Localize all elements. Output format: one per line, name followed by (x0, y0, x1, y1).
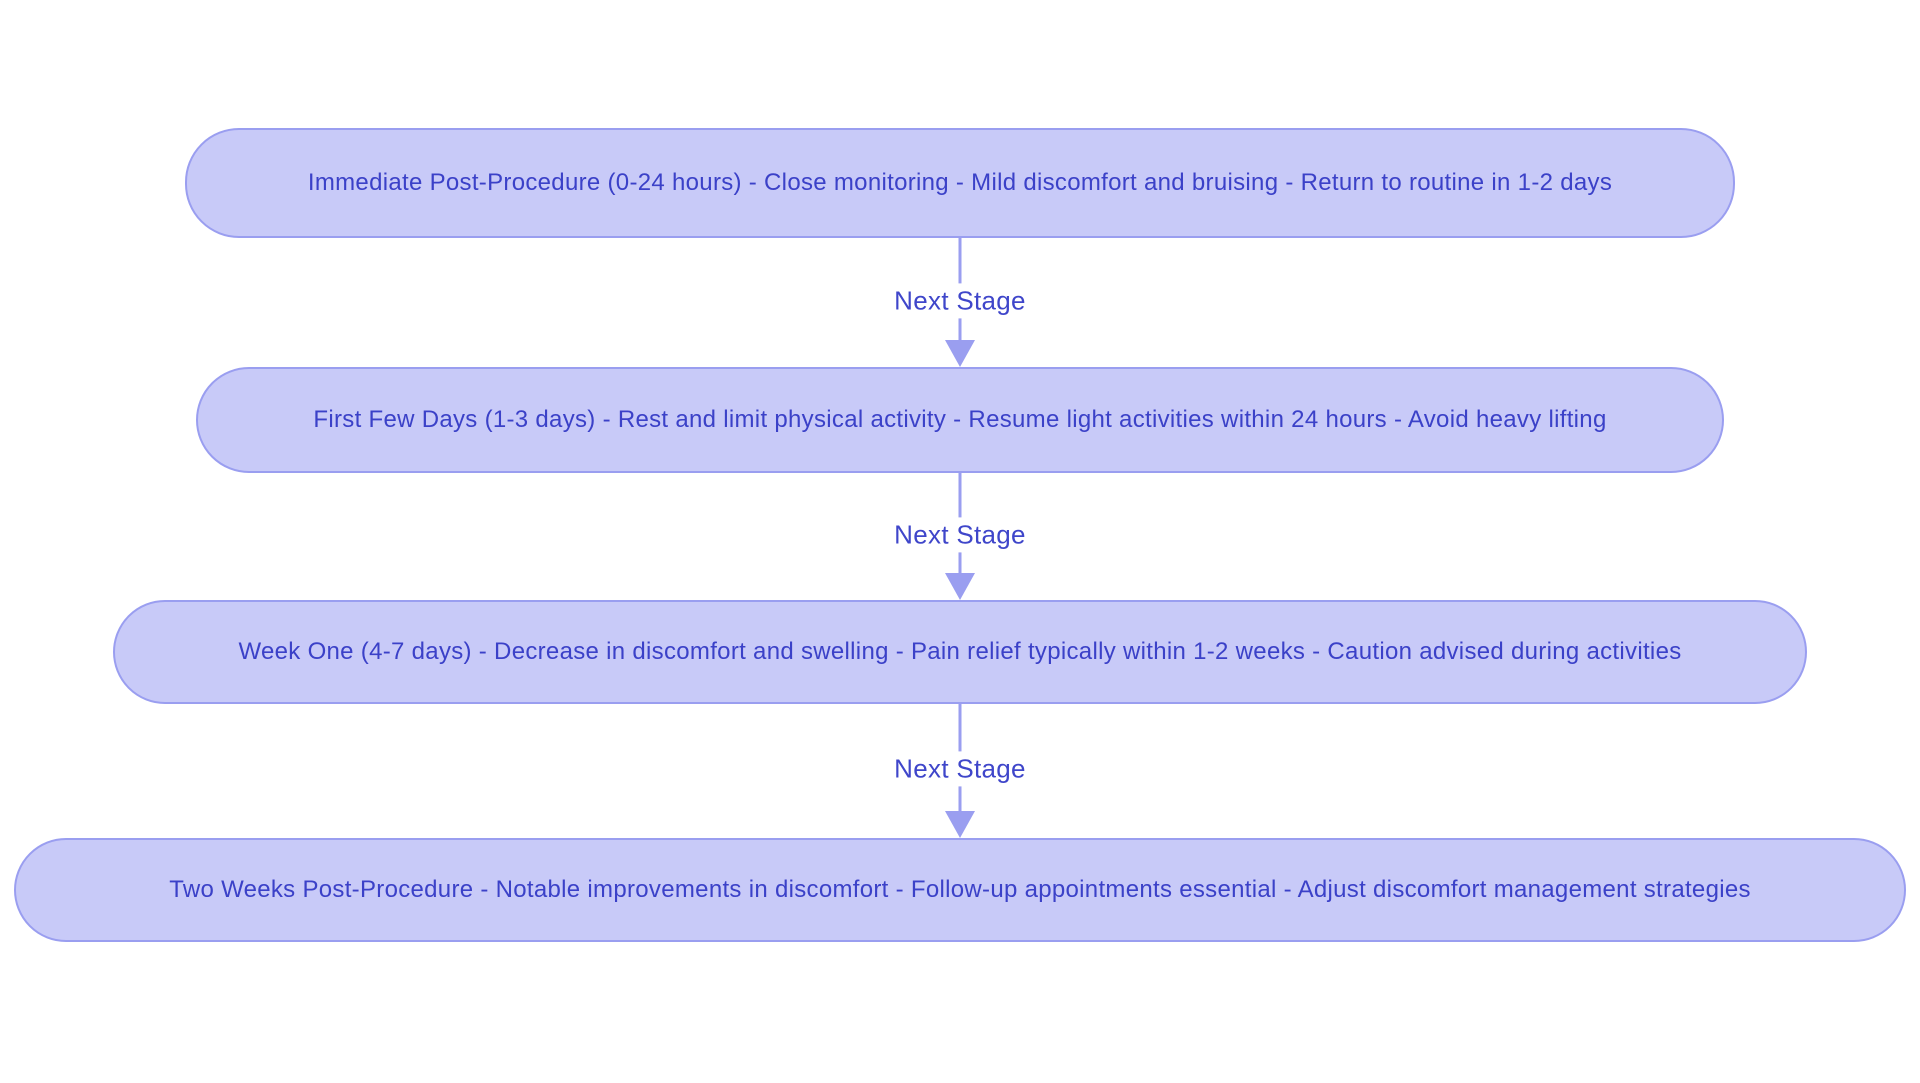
connector-stage2-to-stage3: Next Stage (850, 473, 1070, 600)
stage-node-two-weeks-post-procedure: Two Weeks Post-Procedure - Notable impro… (14, 838, 1906, 942)
edge-label-next-stage: Next Stage (884, 751, 1036, 787)
stage-node-label: Week One (4-7 days) - Decrease in discom… (238, 638, 1682, 665)
edge-label-next-stage: Next Stage (884, 516, 1036, 552)
arrowhead-down-icon (945, 811, 975, 838)
connector-stage3-to-stage4: Next Stage (850, 704, 1070, 838)
stage-node-label: Two Weeks Post-Procedure - Notable impro… (169, 876, 1751, 903)
stage-node-week-one: Week One (4-7 days) - Decrease in discom… (113, 600, 1807, 704)
arrowhead-down-icon (945, 573, 975, 600)
stage-node-label: First Few Days (1-3 days) - Rest and lim… (313, 406, 1607, 433)
stage-node-immediate-post-procedure: Immediate Post-Procedure (0-24 hours) - … (185, 128, 1735, 238)
connector-stage1-to-stage2: Next Stage (850, 238, 1070, 367)
edge-label-next-stage: Next Stage (884, 282, 1036, 318)
stage-node-first-few-days: First Few Days (1-3 days) - Rest and lim… (196, 367, 1724, 473)
arrowhead-down-icon (945, 340, 975, 367)
stage-node-label: Immediate Post-Procedure (0-24 hours) - … (307, 169, 1613, 196)
